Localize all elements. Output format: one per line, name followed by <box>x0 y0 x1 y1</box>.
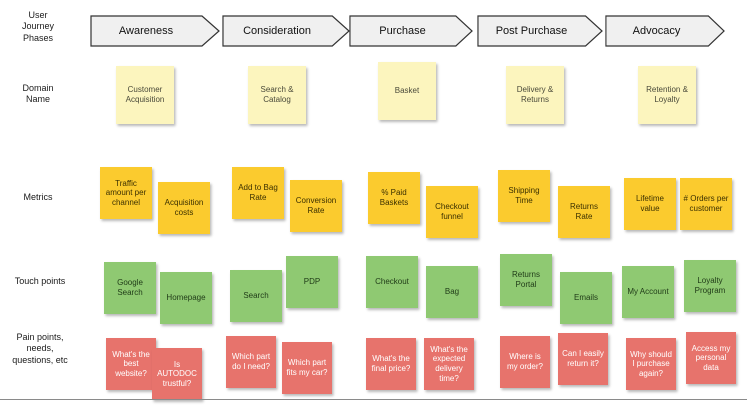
phase-label: Purchase <box>379 25 426 37</box>
touchpoint-note[interactable]: Bag <box>426 266 478 318</box>
chevron-arrow-shape <box>349 15 473 47</box>
bottom-divider <box>0 399 747 400</box>
painpoint-note[interactable]: What's the expected delivery time? <box>424 338 474 390</box>
phase-purchase[interactable]: Purchase <box>349 15 473 47</box>
phase-advocacy[interactable]: Advocacy <box>605 15 725 47</box>
domain-note[interactable]: Delivery & Returns <box>506 66 564 124</box>
chevron-arrow-shape <box>90 15 220 47</box>
row-label-phases: User Journey Phases <box>21 10 55 43</box>
painpoint-note[interactable]: Access my personal data <box>686 332 736 384</box>
chevron-arrow-shape <box>477 15 603 47</box>
touchpoint-note[interactable]: PDP <box>286 256 338 308</box>
touchpoint-note[interactable]: Search <box>230 270 282 322</box>
metric-note[interactable]: Add to Bag Rate <box>232 167 284 219</box>
painpoint-note[interactable]: What's the best website? <box>106 338 156 390</box>
touchpoint-note[interactable]: Loyalty Program <box>684 260 736 312</box>
metric-note[interactable]: Traffic amount per channel <box>100 167 152 219</box>
metric-note[interactable]: # Orders per customer <box>680 178 732 230</box>
phase-label: Advocacy <box>632 25 681 37</box>
metric-note[interactable]: Checkout funnel <box>426 186 478 238</box>
painpoint-note[interactable]: Which part do I need? <box>226 336 276 388</box>
touchpoint-note[interactable]: Emails <box>560 272 612 324</box>
metric-note[interactable]: Returns Rate <box>558 186 610 238</box>
painpoint-note[interactable]: Why should I purchase again? <box>626 338 676 390</box>
metric-note[interactable]: % Paid Baskets <box>368 172 420 224</box>
row-label-painpoints: Pain points, needs, questions, etc <box>12 332 68 365</box>
painpoint-note[interactable]: Where is my order? <box>500 336 550 388</box>
touchpoint-note[interactable]: Google Search <box>104 262 156 314</box>
touchpoint-note[interactable]: Checkout <box>366 256 418 308</box>
painpoint-note[interactable]: Is AUTODOC trustful? <box>152 348 202 400</box>
phase-awareness[interactable]: Awareness <box>90 15 220 47</box>
domain-note[interactable]: Basket <box>378 62 436 120</box>
domain-note[interactable]: Customer Acquisition <box>116 66 174 124</box>
phase-consideration[interactable]: Consideration <box>222 15 350 47</box>
metric-note[interactable]: Conversion Rate <box>290 180 342 232</box>
chevron-arrow-shape <box>222 15 350 47</box>
row-label-metrics: Metrics <box>23 192 53 202</box>
metric-note[interactable]: Shipping Time <box>498 170 550 222</box>
touchpoint-note[interactable]: Homepage <box>160 272 212 324</box>
metric-note[interactable]: Lifetime value <box>624 178 676 230</box>
phase-label: Awareness <box>118 25 174 37</box>
painpoint-note[interactable]: What's the final price? <box>366 338 416 390</box>
touchpoint-note[interactable]: Returns Portal <box>500 254 552 306</box>
row-label-domain: Domain Name <box>22 83 54 105</box>
painpoint-note[interactable]: Which part fits my car? <box>282 342 332 394</box>
phase-post-purchase[interactable]: Post Purchase <box>477 15 603 47</box>
row-label-touchpoints: Touch points <box>14 276 66 286</box>
painpoint-note[interactable]: Can I easily return it? <box>558 333 608 385</box>
phase-label: Consideration <box>243 25 311 37</box>
domain-note[interactable]: Search & Catalog <box>248 66 306 124</box>
phase-label: Post Purchase <box>495 25 568 37</box>
chevron-arrow-shape <box>605 15 725 47</box>
domain-note[interactable]: Retention & Loyalty <box>638 66 696 124</box>
metric-note[interactable]: Acquisition costs <box>158 182 210 234</box>
touchpoint-note[interactable]: My Account <box>622 266 674 318</box>
